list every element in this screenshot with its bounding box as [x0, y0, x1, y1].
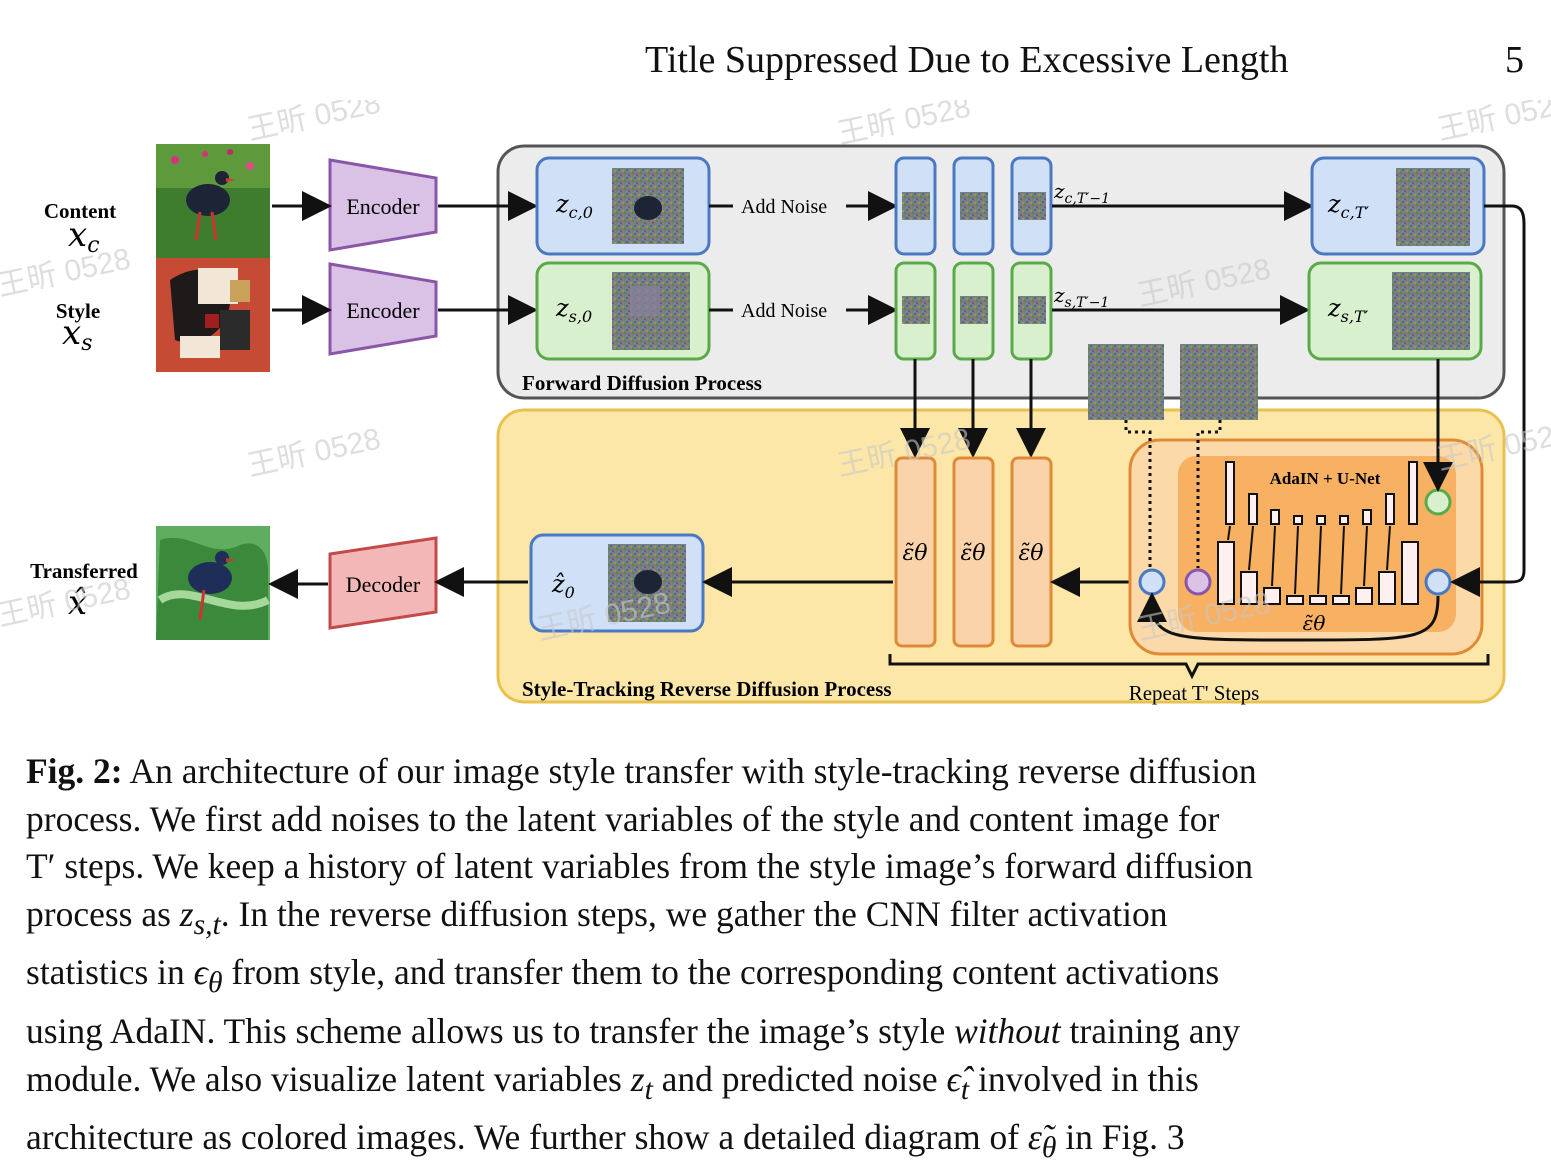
page-number: 5: [1505, 39, 1524, 81]
noise-visual-eps: [1180, 344, 1258, 420]
intermediate-content-latents: [894, 156, 1053, 256]
latent-zhat0: ẑ0: [529, 533, 705, 633]
output-symbol: x̂: [68, 583, 87, 623]
svg-text:Encoder: Encoder: [346, 298, 420, 323]
transferred-image: [156, 526, 270, 640]
svg-text:ε̃θ: ε̃θ: [1303, 611, 1326, 635]
caption-label: Fig. 2:: [26, 751, 123, 791]
figure-caption: Fig. 2: An architecture of our image sty…: [26, 748, 1526, 1173]
forward-diffusion-region: [496, 144, 1506, 400]
style-label: Style: [56, 299, 100, 323]
content-label: Content: [44, 199, 116, 223]
svg-text:王昕 0528: 王昕 0528: [835, 100, 974, 151]
svg-text:Decoder: Decoder: [346, 572, 421, 597]
repeat-label: Repeat T' Steps: [1129, 681, 1260, 705]
latent-zsT: zs,T′: [1307, 261, 1483, 361]
transferred-label: Transferred: [30, 559, 138, 583]
svg-text:王昕 0528: 王昕 0528: [0, 242, 134, 302]
adain-unet-label: AdaIN + U-Net: [1270, 469, 1381, 488]
svg-text:Encoder: Encoder: [346, 194, 420, 219]
svg-text:王昕 0528: 王昕 0528: [245, 100, 384, 147]
caption-line-6: using AdaIN. This scheme allows us to tr…: [26, 1011, 1241, 1052]
architecture-figure: Forward Diffusion Process Style-Tracking…: [0, 100, 1551, 705]
intermediate-style-latents: [894, 261, 1053, 361]
eps-columns: ε̃θ ε̃θ ε̃θ: [894, 456, 1053, 648]
content-encoder: Encoder: [328, 158, 438, 252]
svg-text:王昕 0528: 王昕 0528: [245, 422, 384, 482]
running-title: Title Suppressed Due to Excessive Length: [645, 39, 1289, 81]
add-noise-label-style: Add Noise: [741, 300, 827, 322]
latent-zcT: zc,T′: [1310, 156, 1486, 256]
noise-visual-zt: [1088, 344, 1164, 420]
caption-line-1: Fig. 2: An architecture of our image sty…: [26, 751, 1257, 791]
caption-line-4: process as zs,t. In the reverse diffusio…: [26, 893, 1168, 941]
repeat-brace: [888, 654, 1490, 680]
caption-line-7: module. We also visualize latent variabl…: [26, 1058, 1199, 1106]
svg-text:ε̃θ: ε̃θ: [1018, 541, 1043, 566]
style-encoder: Encoder: [328, 262, 438, 356]
svg-text:王昕 0528: 王昕 0528: [1435, 100, 1551, 147]
content-image: [156, 144, 270, 258]
adain-unet-block: AdaIN + U-Net ε̃θ: [1128, 438, 1484, 656]
style-image: [156, 258, 270, 372]
latent-zs0: zs,0: [535, 261, 711, 361]
forward-diffusion-label: Forward Diffusion Process: [522, 371, 762, 395]
reverse-diffusion-label: Style-Tracking Reverse Diffusion Process: [522, 677, 892, 701]
caption-line-5: statistics in ϵθ from style, and transfe…: [26, 952, 1220, 1000]
svg-text:ε̃θ: ε̃θ: [902, 541, 927, 566]
svg-text:zc,T′: zc,T′: [1327, 190, 1369, 222]
caption-line-2: process. We first add noises to the late…: [26, 798, 1220, 839]
decoder: Decoder: [328, 536, 438, 630]
caption-line-3: T′ steps. We keep a history of latent va…: [26, 846, 1254, 887]
latent-zc0: zc,0: [535, 156, 711, 256]
svg-text:ε̃θ: ε̃θ: [960, 541, 985, 566]
caption-line-8: architecture as colored images. We furth…: [26, 1117, 1185, 1165]
add-noise-label-content: Add Noise: [741, 196, 827, 218]
